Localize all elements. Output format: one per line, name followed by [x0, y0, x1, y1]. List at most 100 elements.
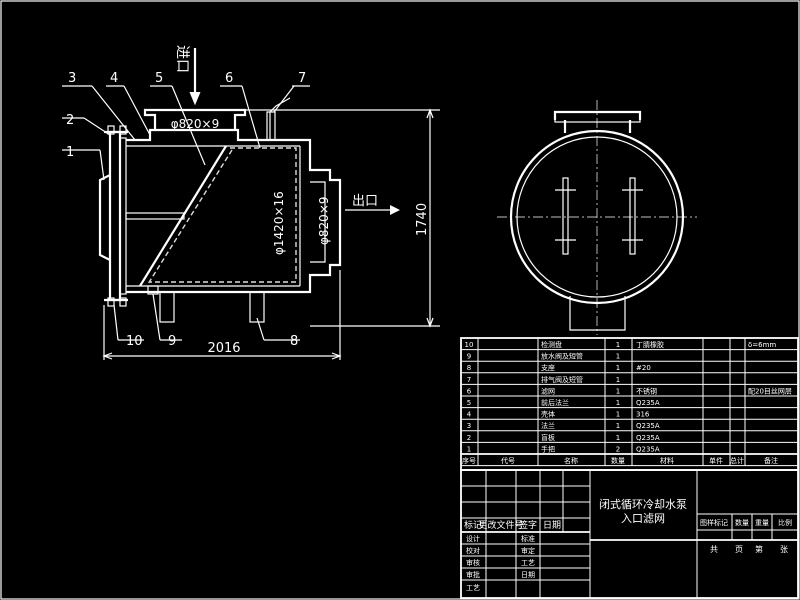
handle — [98, 174, 111, 261]
length-dim: 2016 — [207, 341, 240, 356]
bom-row-name: 手把 — [541, 444, 555, 453]
drawing-title-line2: 入口滤网 — [621, 512, 665, 525]
diagonal-baffle — [139, 145, 227, 287]
weight-label: 重量 — [755, 519, 769, 527]
support-leg — [159, 291, 175, 323]
scale-label: 比例 — [778, 518, 792, 527]
bom-row-name: 盲板 — [541, 433, 555, 442]
callout-5: 5 — [155, 71, 163, 86]
support-leg — [249, 291, 265, 323]
shell-outline — [126, 128, 342, 294]
bom-header-1: 代号 — [501, 456, 515, 465]
qty-label: 数量 — [735, 518, 749, 527]
bom-header-6: 总计 — [730, 456, 744, 465]
callout-3: 3 — [68, 71, 76, 86]
sign-approved: 审定 — [521, 546, 535, 555]
bom-row-material: Q235A — [636, 434, 660, 442]
sign-approve: 审批 — [466, 570, 480, 579]
filter-screen — [150, 147, 297, 283]
callout-4: 4 — [110, 71, 118, 86]
callout-6: 6 — [225, 71, 233, 86]
bom-row-material: 丁腈橡胶 — [636, 340, 664, 349]
bom-row-material: #20 — [636, 364, 651, 372]
callout-10: 10 — [126, 334, 143, 349]
bom-header-3: 数量 — [611, 456, 625, 465]
bom-row-name: 检测盘 — [541, 340, 562, 349]
bom-header-0: 序号 — [462, 456, 476, 465]
bom-row-qty: 2 — [616, 445, 620, 453]
bom-row-note: 配20目丝网层 — [748, 386, 792, 395]
bom-row-note: δ=6mm — [748, 341, 776, 349]
end-view-leg — [569, 296, 626, 331]
side-view: φ820×9 φ1420×16 φ820×9 进口 出口 1740 2016 — [62, 45, 440, 360]
bom-row-qty: 1 — [616, 387, 620, 395]
bom-row-no: 6 — [467, 387, 472, 395]
vent-valve — [269, 97, 291, 140]
bom-row-qty: 1 — [616, 376, 620, 384]
sheet-end-label: 张 — [780, 545, 788, 554]
callout-9: 9 — [168, 334, 176, 349]
sign-design: 设计 — [466, 534, 480, 543]
bom-row-no: 2 — [467, 434, 471, 442]
shell-dim: φ1420×16 — [272, 191, 286, 255]
bom-row-qty: 1 — [616, 341, 620, 349]
bom-row-qty: 1 — [616, 364, 620, 372]
callout-1: 1 — [66, 145, 74, 160]
sign-review: 审核 — [466, 558, 480, 567]
slot — [562, 177, 569, 255]
inlet-nozzle — [143, 108, 247, 130]
sign-check: 校对 — [466, 546, 480, 555]
sheet-total-label: 共 — [710, 545, 718, 554]
bom-row-no: 9 — [467, 353, 471, 361]
sign-process: 工艺 — [466, 584, 480, 592]
inlet-label: 进口 — [174, 45, 190, 73]
bom-row-qty: 1 — [616, 399, 620, 407]
internal-support — [125, 212, 185, 220]
bom-row-name: 排气阀及短管 — [541, 375, 583, 384]
bom-header-7: 备注 — [764, 456, 778, 465]
slot — [629, 177, 636, 255]
outlet-dim: φ820×9 — [317, 196, 331, 245]
bom-row-no: 1 — [467, 445, 471, 453]
sheet-no-label: 第 — [755, 544, 763, 554]
bom-header-5: 单件 — [709, 456, 723, 465]
callout-2: 2 — [66, 113, 74, 128]
bom-row-qty: 1 — [616, 411, 620, 419]
callout-7: 7 — [298, 71, 306, 86]
bom-row-qty: 1 — [616, 353, 620, 361]
bom-row-material: Q235A — [636, 422, 660, 430]
bom-row-no: 5 — [467, 399, 471, 407]
bom-row-material: 316 — [636, 411, 650, 419]
callout-8: 8 — [290, 334, 298, 349]
stage-label: 图样标记 — [700, 518, 728, 527]
rev-header-date: 日期 — [543, 520, 561, 531]
bom-row-no: 10 — [465, 341, 474, 349]
bom-row-name: 支座 — [541, 363, 555, 372]
outlet-label: 出口 — [352, 194, 378, 209]
sheet-page-label: 页 — [735, 545, 743, 554]
rev-header-doc: 更改文件号 — [478, 519, 523, 531]
bom-row-no: 3 — [467, 422, 471, 430]
bom-row-material: Q235A — [636, 399, 660, 407]
bom-row-name: 放水阀及短管 — [541, 352, 583, 361]
inlet-dim: φ820×9 — [171, 117, 220, 131]
bom-row-no: 8 — [467, 364, 471, 372]
sign-date: 日期 — [521, 571, 535, 579]
rev-header-mark: 标记 — [464, 519, 482, 531]
drawing-title-line1: 闭式循环冷却水泵 — [599, 498, 687, 511]
bom-row-no: 7 — [467, 376, 471, 384]
bom-row-name: 壳体 — [541, 410, 555, 419]
bom-row-no: 4 — [467, 411, 472, 419]
height-dim: 1740 — [415, 203, 430, 236]
blind-plate — [108, 130, 122, 302]
bom-row-material: 不锈钢 — [636, 386, 657, 395]
rev-header-sign: 签字 — [519, 519, 537, 531]
bom-header-2: 名称 — [564, 456, 578, 465]
title-block — [460, 469, 799, 599]
sign-process2: 工艺 — [521, 559, 535, 567]
bom-row-name: 前后法兰 — [541, 398, 569, 407]
end-view — [497, 100, 697, 335]
